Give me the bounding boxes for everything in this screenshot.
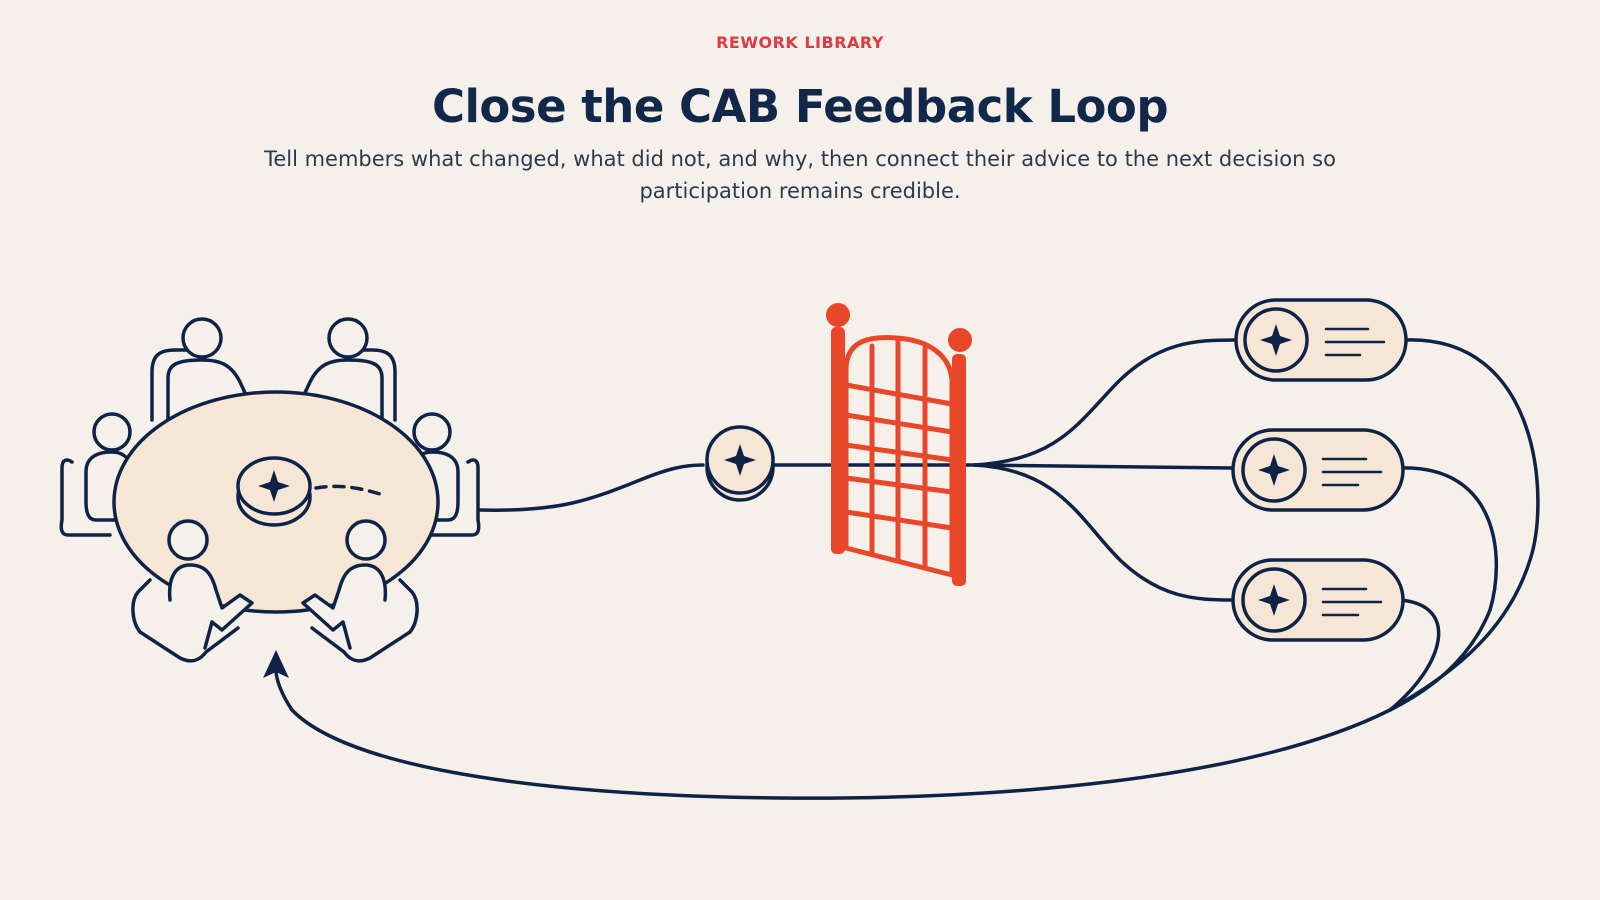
outcome-card-3: [1231, 558, 1405, 642]
edge-gate-to-outcome-1: [973, 338, 1237, 467]
return-loop-arrow: [274, 668, 1392, 800]
edge-board-to-token: [478, 463, 705, 512]
page-title: Close the CAB Feedback Loop: [431, 80, 1169, 133]
star-outcome-card-icon: [1234, 298, 1408, 382]
edge-gate-to-outcome-2: [973, 463, 1235, 470]
star-outcome-card-icon: [1231, 428, 1405, 512]
eyebrow-label: REWORK LIBRARY: [716, 33, 884, 52]
return-from-outcome-2: [1388, 466, 1499, 712]
return-arrowhead-icon: [263, 650, 289, 678]
gate-icon: [826, 303, 972, 586]
return-from-outcome-3: [1388, 598, 1441, 712]
outcome-card-2: [1231, 428, 1405, 512]
round-table-meeting-icon: [59, 317, 481, 663]
edge-gate-to-outcome-3: [973, 463, 1235, 602]
page-subtitle: Tell members what changed, what did not,…: [264, 147, 1336, 203]
outcome-card-1: [1234, 298, 1408, 382]
